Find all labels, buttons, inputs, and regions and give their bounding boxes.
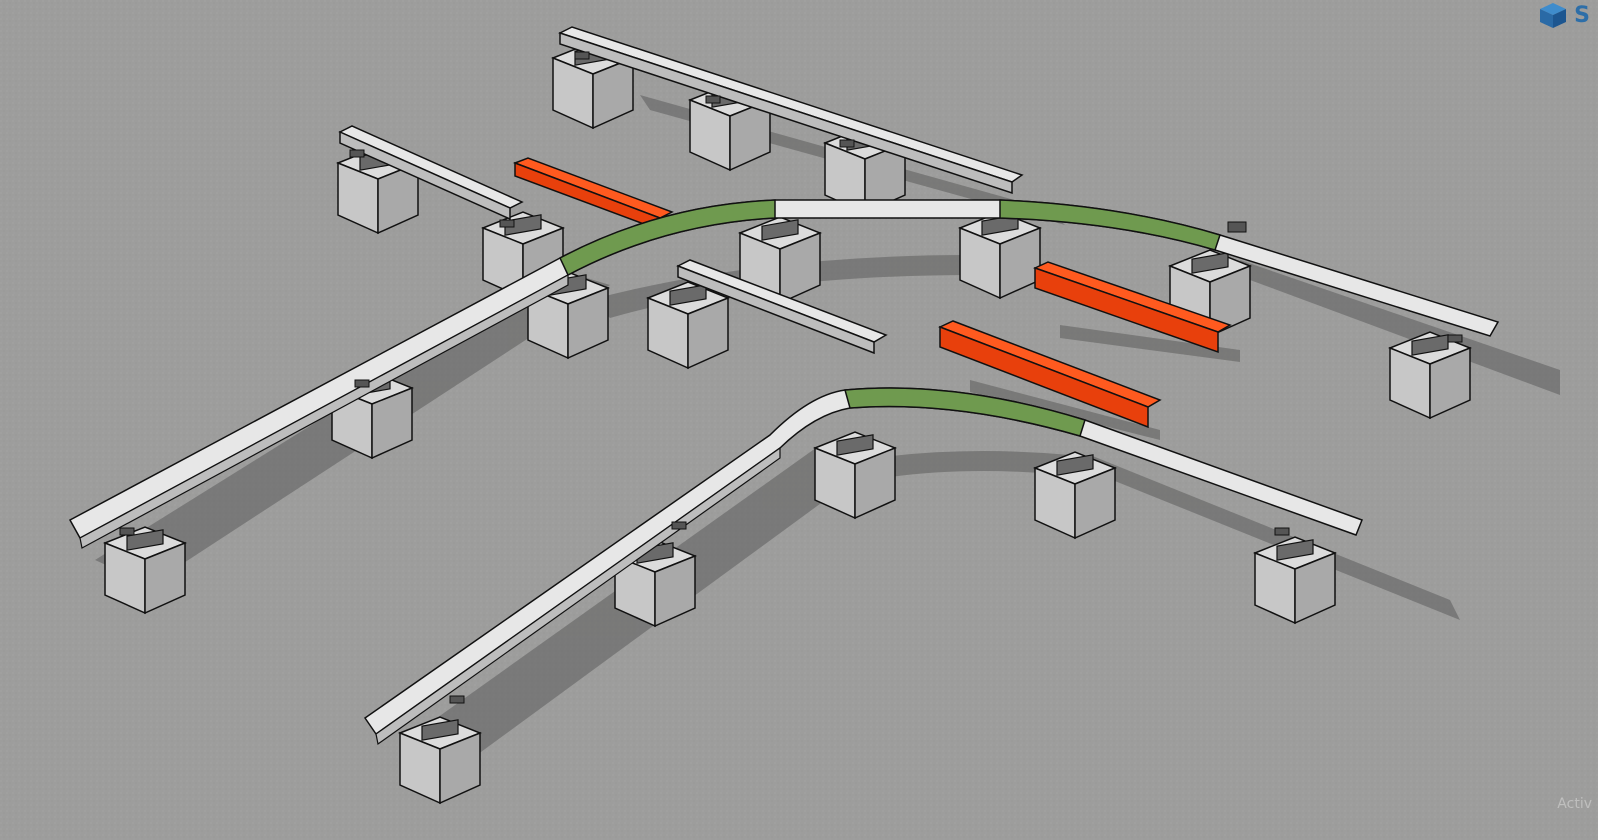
back-straight-rail[interactable] xyxy=(558,26,1024,195)
loose-beam-right[interactable] xyxy=(1033,261,1232,354)
upper-curved-rail[interactable] xyxy=(68,199,1500,549)
rail-clips xyxy=(119,51,1463,704)
sketchup-cube-icon xyxy=(1540,3,1567,28)
curved-segment-upper-left[interactable] xyxy=(559,199,776,277)
loose-beam-center[interactable] xyxy=(938,320,1162,429)
app-logo: S xyxy=(1536,0,1590,30)
curved-segment-upper-right[interactable] xyxy=(999,199,1221,251)
curved-segment-lower[interactable] xyxy=(844,387,1086,437)
lower-middle-short-rail[interactable] xyxy=(676,259,888,355)
upper-left-short-rail[interactable] xyxy=(338,125,524,221)
logo-text: S xyxy=(1574,2,1590,28)
activation-watermark: Activ xyxy=(1557,796,1592,812)
